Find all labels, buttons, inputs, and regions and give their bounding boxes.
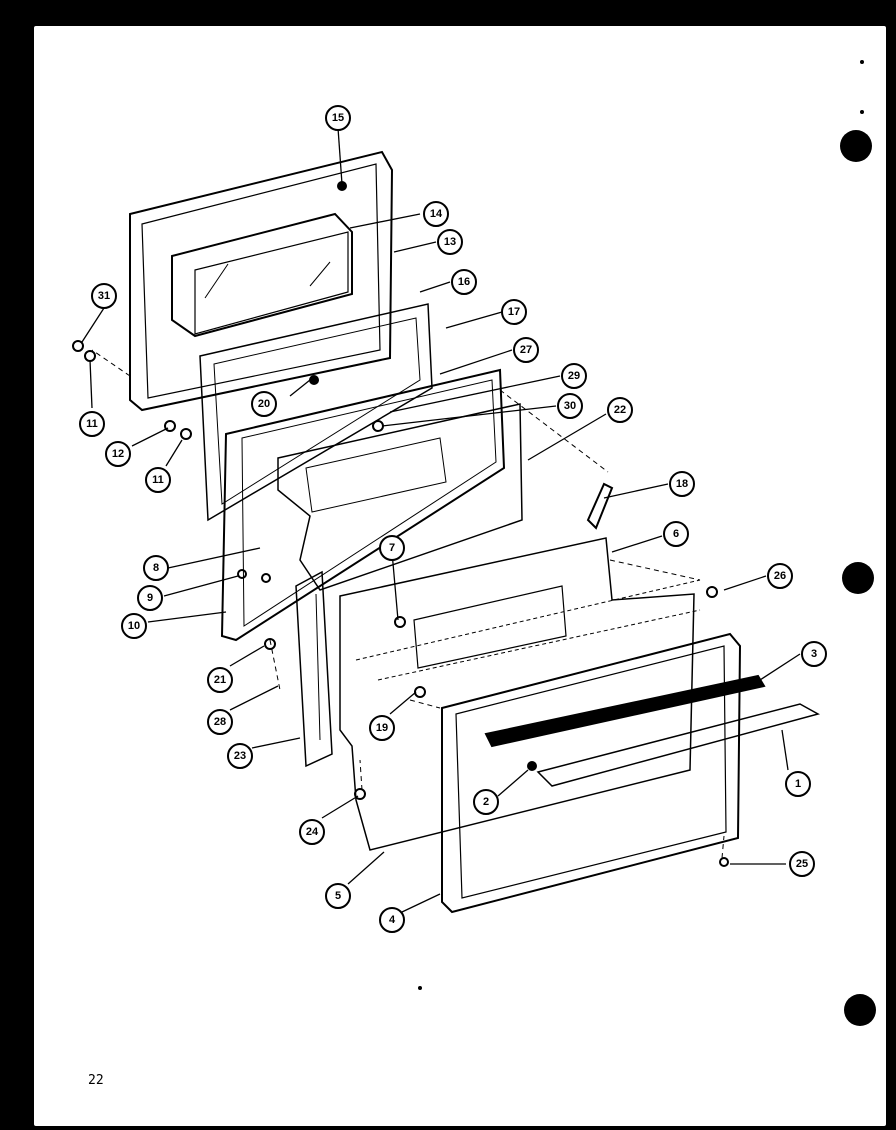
callout-15: 15 (332, 112, 344, 124)
inner-panel (277, 403, 523, 591)
door-inner-panel (339, 537, 695, 851)
callout-13-circle (437, 229, 463, 255)
callout-16-circle (451, 269, 477, 295)
callout-30-circle (557, 393, 583, 419)
callout-11b: 11 (152, 474, 164, 486)
callout-11b-circle (145, 467, 171, 493)
callout-23: 23 (234, 750, 246, 762)
callout-10: 10 (128, 620, 140, 632)
callout-13: 13 (444, 236, 456, 248)
callout-19: 19 (376, 722, 388, 734)
side-channel (295, 570, 333, 768)
callout-22-circle (607, 397, 633, 423)
callout-28: 28 (214, 716, 226, 728)
callout-19-circle (369, 715, 395, 741)
diagram-sheet (34, 26, 886, 1126)
callout-24: 24 (306, 826, 319, 838)
callout-29-circle (561, 363, 587, 389)
callout-27: 27 (520, 344, 532, 356)
callout-25-circle (789, 851, 815, 877)
callout-8-circle (143, 555, 169, 581)
callout-21-circle (207, 667, 233, 693)
hinge-bracket (586, 482, 614, 530)
callout-14-circle (423, 201, 449, 227)
callout-26: 26 (774, 570, 786, 582)
callout-30: 30 (564, 400, 576, 412)
callout-5-circle (325, 883, 351, 909)
callout-4-circle (379, 907, 405, 933)
callout-20a-circle (251, 391, 277, 417)
callout-20a: 20 (258, 398, 270, 410)
vent-strip (484, 674, 766, 748)
callout-2-circle (473, 789, 499, 815)
callout-3: 3 (811, 648, 817, 660)
callout-3-circle (801, 641, 827, 667)
callout-28-circle (207, 709, 233, 735)
callout-10-circle (121, 613, 147, 639)
callout-31: 31 (98, 290, 110, 302)
callout-12: 12 (112, 448, 124, 460)
callout-11a-circle (79, 411, 105, 437)
callout-18: 18 (676, 478, 688, 490)
callout-24-circle (299, 819, 325, 845)
callout-5: 5 (335, 890, 341, 902)
callout-4: 4 (389, 914, 396, 926)
callout-11a: 11 (86, 418, 98, 430)
callout-21: 21 (214, 674, 226, 686)
outer-door-frame (441, 632, 742, 914)
callout-27-circle (513, 337, 539, 363)
callout-29: 29 (568, 370, 580, 382)
callout-8: 8 (153, 562, 159, 574)
page-number: 22 (88, 1073, 104, 1088)
callout-1-circle (785, 771, 811, 797)
callout-6-circle (663, 521, 689, 547)
callout-31-circle (91, 283, 117, 309)
callout-22: 22 (614, 404, 626, 416)
outer-door-panel (129, 150, 394, 412)
callout-16: 16 (458, 276, 470, 288)
callout-6: 6 (673, 528, 679, 540)
callout-18-circle (669, 471, 695, 497)
callout-17: 17 (508, 306, 520, 318)
callout-2: 2 (483, 796, 489, 808)
callout-15-circle (325, 105, 351, 131)
callout-25: 25 (796, 858, 808, 870)
door-handle (536, 703, 820, 787)
callout-7: 7 (389, 542, 395, 554)
callout-1: 1 (795, 778, 801, 790)
callout-7-circle (379, 535, 405, 561)
inner-liner (220, 368, 506, 642)
callout-12-circle (105, 441, 131, 467)
callout-26-circle (767, 563, 793, 589)
callout-17-circle (501, 299, 527, 325)
binder-hole-middle (842, 562, 874, 594)
insulation-pad (199, 303, 433, 522)
callout-9: 9 (147, 592, 153, 604)
callout-9-circle (137, 585, 163, 611)
callout-14: 14 (430, 208, 443, 220)
window-frame (171, 212, 353, 338)
binder-hole-bottom (844, 994, 876, 1026)
callout-23-circle (227, 743, 253, 769)
binder-hole-top (840, 130, 872, 162)
